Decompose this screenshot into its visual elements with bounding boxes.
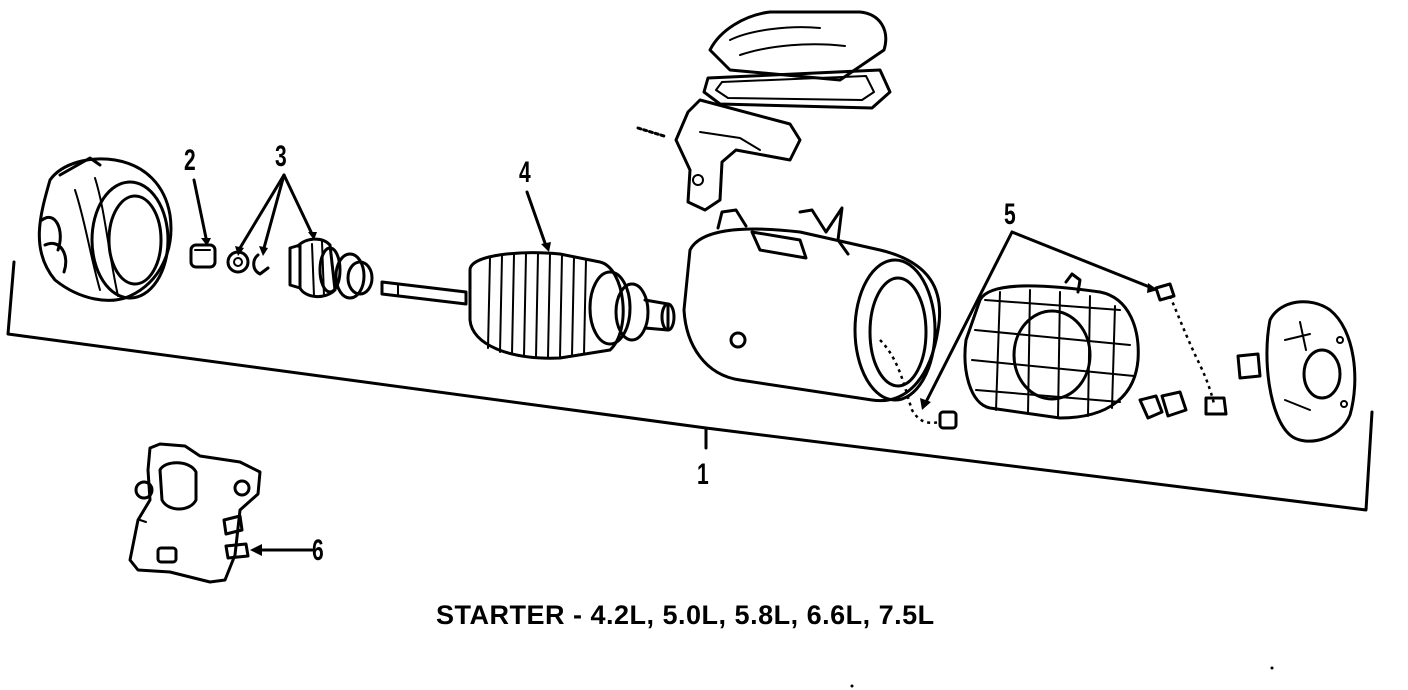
field-coil-brush-plate [963, 272, 1188, 420]
brush-holder-bracket [636, 98, 802, 212]
callout-5: 5 [1004, 198, 1016, 231]
leader-2 [192, 178, 208, 240]
leader-4 [525, 190, 548, 248]
retainer-ring [189, 243, 217, 269]
leader-5a [924, 230, 1014, 404]
callout-1: 1 [697, 458, 709, 491]
drive-assembly [226, 237, 374, 300]
leader-3a [238, 173, 286, 250]
leader-3c [282, 173, 314, 236]
end-cover-plate [702, 10, 892, 110]
drive-end-housing [37, 156, 173, 302]
leader-5b [1010, 230, 1154, 290]
brush-lead [1154, 282, 1228, 416]
callout-6: 6 [312, 534, 324, 567]
solenoid [128, 442, 262, 584]
field-frame-housing [682, 206, 958, 430]
callout-3: 3 [275, 140, 287, 173]
armature [380, 251, 676, 360]
callout-4: 4 [519, 156, 531, 189]
leader-3b [262, 173, 286, 250]
commutator-end-plate [1236, 300, 1357, 443]
assembly-bracket [6, 260, 1374, 512]
diagram-caption: STARTER - 4.2L, 5.0L, 5.8L, 6.6L, 7.5L [436, 600, 935, 630]
callout-2: 2 [184, 144, 196, 177]
